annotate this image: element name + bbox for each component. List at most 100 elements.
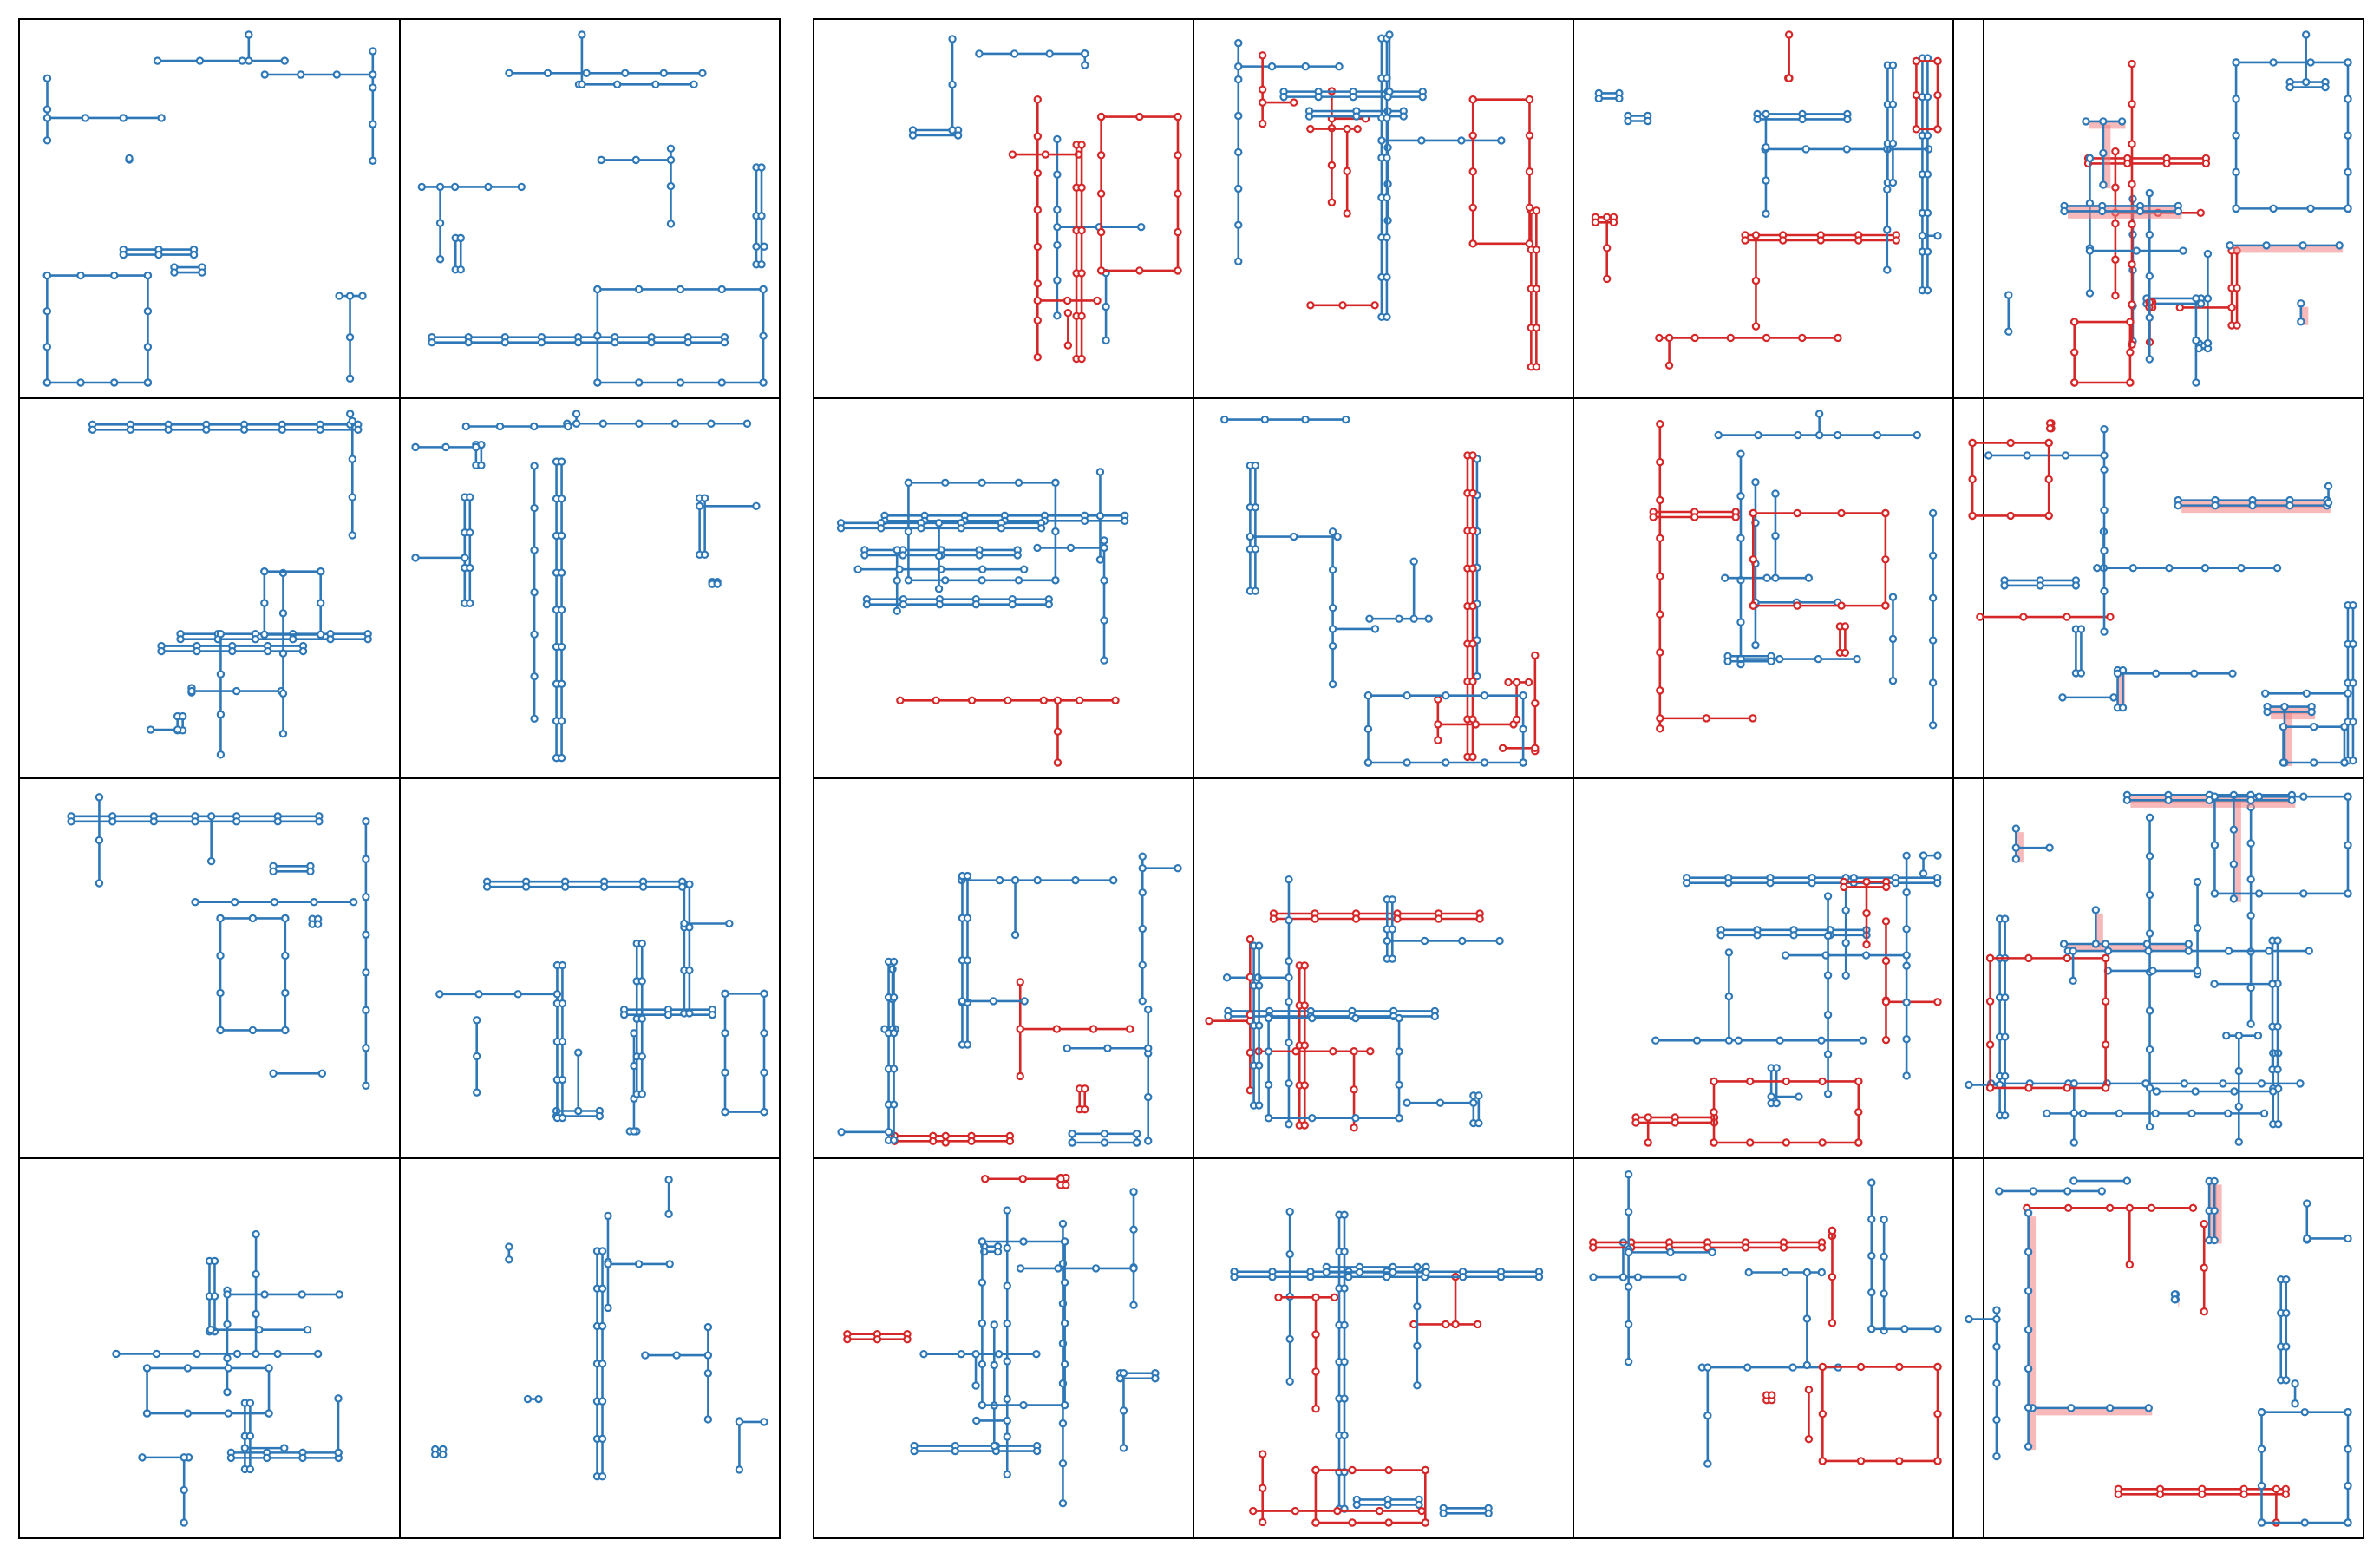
graph-node bbox=[1976, 613, 1984, 621]
graph-node bbox=[2099, 180, 2108, 189]
graph-node bbox=[232, 817, 241, 826]
graph-node bbox=[1854, 1138, 1863, 1147]
graph-node bbox=[1003, 1206, 1011, 1215]
graph-node bbox=[1818, 1457, 1828, 1465]
graph-node bbox=[1259, 1517, 1267, 1527]
graph-node bbox=[1254, 1061, 1264, 1070]
graph-node bbox=[1656, 714, 1664, 723]
graph-node bbox=[1968, 438, 1977, 448]
graph-node bbox=[1933, 851, 1942, 860]
graph-node bbox=[919, 1349, 928, 1359]
graph-node bbox=[142, 1364, 152, 1373]
prediction-overlay bbox=[2117, 500, 2331, 766]
graph-node bbox=[1789, 931, 1798, 940]
graph-node bbox=[345, 410, 355, 418]
graph-node bbox=[76, 378, 85, 387]
graph-node bbox=[1519, 691, 1527, 700]
graph-node bbox=[1888, 634, 1898, 644]
graph-node bbox=[1671, 1118, 1679, 1127]
graph-node bbox=[2069, 1176, 2078, 1185]
graph-node bbox=[1841, 648, 1850, 658]
graph-node bbox=[1793, 508, 1801, 518]
graph-node bbox=[981, 1175, 990, 1183]
graph-node bbox=[466, 528, 474, 537]
graph-node bbox=[1525, 95, 1534, 104]
graph-node bbox=[1933, 232, 1942, 240]
graph-node bbox=[2098, 206, 2107, 216]
graph-node bbox=[2254, 792, 2264, 801]
graph-node bbox=[1383, 936, 1391, 946]
graph-node bbox=[2058, 693, 2067, 702]
graph-node bbox=[967, 1137, 976, 1146]
graph-node bbox=[42, 306, 52, 316]
graph-node bbox=[2170, 1295, 2180, 1304]
graph-node bbox=[2128, 180, 2136, 188]
graph-node bbox=[1005, 1137, 1015, 1146]
graph-node bbox=[1602, 274, 1612, 284]
graph-node bbox=[638, 1052, 646, 1061]
graph-node bbox=[948, 126, 957, 134]
graph-node bbox=[1724, 992, 1734, 1001]
graph-node bbox=[1119, 1444, 1128, 1452]
graph-node bbox=[2024, 1084, 2033, 1092]
graph-node bbox=[2253, 1031, 2263, 1040]
graph-node bbox=[1389, 1268, 1397, 1277]
graph-node bbox=[1928, 508, 1938, 518]
graph-node bbox=[2164, 796, 2173, 805]
graph-node bbox=[557, 531, 566, 541]
graph-node bbox=[1703, 1363, 1712, 1372]
graph-node bbox=[2210, 1206, 2219, 1216]
graph-node bbox=[530, 630, 539, 639]
graph-node bbox=[2145, 852, 2154, 861]
graph-node bbox=[612, 80, 622, 89]
graph-node bbox=[1624, 1357, 1633, 1366]
graph-node bbox=[1039, 696, 1048, 704]
graph-node bbox=[1102, 302, 1110, 311]
graph-node bbox=[975, 551, 984, 560]
graph-node bbox=[573, 338, 583, 347]
graph-node bbox=[892, 546, 901, 554]
graph-node bbox=[2085, 154, 2095, 163]
graph-node bbox=[1033, 316, 1042, 324]
graph-node bbox=[2100, 547, 2109, 555]
graph-node bbox=[1340, 1320, 1349, 1330]
graph-node bbox=[472, 442, 481, 452]
graph-node bbox=[558, 1037, 567, 1046]
graph-node bbox=[1058, 1458, 1068, 1468]
graph-node bbox=[1880, 1215, 1888, 1224]
graph-node bbox=[558, 1075, 567, 1084]
graph-node bbox=[1984, 451, 1993, 460]
graph-node bbox=[1395, 1114, 1403, 1123]
graph-node bbox=[2229, 825, 2239, 834]
graph-node bbox=[2071, 581, 2081, 590]
graph-node bbox=[1468, 752, 1477, 762]
graph-node bbox=[680, 919, 689, 928]
graph-node bbox=[1311, 1405, 1320, 1413]
graph-node bbox=[676, 285, 685, 294]
graph-node bbox=[1430, 1012, 1439, 1021]
graph-node bbox=[1333, 1506, 1342, 1516]
graph-panel bbox=[1591, 30, 1942, 370]
graph-node bbox=[1468, 203, 1477, 212]
graph-node bbox=[994, 1349, 1004, 1359]
graph-node bbox=[178, 711, 187, 721]
graph-node bbox=[2141, 1079, 2150, 1088]
graph-node bbox=[1933, 1362, 1942, 1372]
graph-node bbox=[1753, 115, 1762, 124]
graph-node bbox=[1881, 555, 1890, 564]
graph-node bbox=[1618, 1273, 1628, 1281]
graph-node bbox=[1385, 30, 1394, 39]
graph-node bbox=[2344, 1518, 2352, 1527]
graph-node bbox=[2004, 327, 2013, 336]
graph-node bbox=[472, 1052, 481, 1061]
graph-node bbox=[630, 1127, 638, 1136]
graph-node bbox=[1841, 906, 1850, 914]
graph-node bbox=[1525, 131, 1534, 140]
graph-node bbox=[2193, 967, 2202, 975]
graph-node bbox=[345, 333, 355, 342]
graph-node bbox=[598, 1397, 607, 1406]
graph-node bbox=[1311, 914, 1319, 923]
graph-node bbox=[1306, 1273, 1315, 1281]
graph-node bbox=[1062, 296, 1072, 305]
